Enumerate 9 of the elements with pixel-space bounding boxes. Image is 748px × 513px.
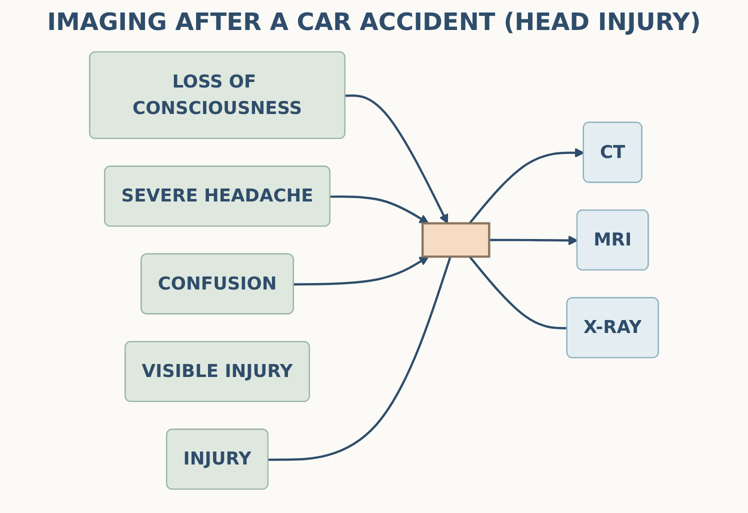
- arrow: [345, 94, 448, 224]
- arrow: [330, 194, 429, 224]
- connector: [468, 255, 568, 329]
- arrow: [489, 235, 578, 245]
- connector: [268, 256, 452, 460]
- title: IMAGING AFTER A CAR ACCIDENT (HEAD INJURY): [46, 8, 702, 36]
- node-box: [421, 222, 490, 258]
- arrow: [294, 256, 429, 285]
- arrow: [468, 147, 584, 224]
